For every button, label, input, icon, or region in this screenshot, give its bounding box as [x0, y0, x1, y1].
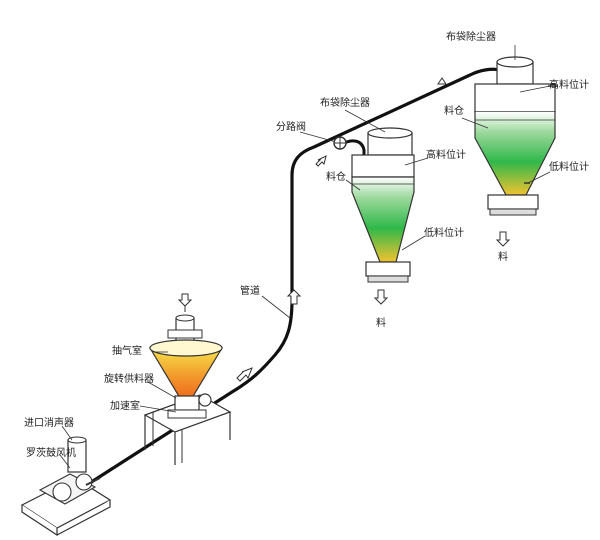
label-high-level-mid: 高料位计: [426, 150, 466, 161]
silo-right: [474, 56, 556, 216]
flow-arrow-icon: [177, 77, 511, 382]
label-diverter-valve: 分路阀: [276, 122, 306, 133]
feeder-assembly: [143, 314, 232, 465]
label-low-level-mid: 低料位计: [424, 228, 464, 239]
conveying-pipeline: [81, 67, 501, 490]
label-exhaust-chamber: 抽气室: [112, 346, 142, 357]
label-bag-filter-top: 布袋除尘器: [446, 32, 496, 43]
label-silo-right: 料仓: [444, 106, 464, 117]
label-inlet-silencer: 进口消声器: [24, 418, 74, 429]
label-pipeline: 管道: [240, 286, 260, 297]
label-high-level-right: 高料位计: [549, 80, 589, 91]
label-roots-blower: 罗茨鼓风机: [26, 448, 76, 459]
label-silo-mid: 料仓: [326, 172, 346, 183]
silo-middle: [351, 127, 415, 283]
label-rotary-feeder: 旋转供料器: [104, 374, 154, 385]
roots-blower-assembly: [20, 436, 112, 537]
label-material-mid: 料: [376, 318, 386, 329]
label-low-level-right: 低料位计: [549, 162, 589, 173]
diverter-valve-shape: [333, 136, 347, 150]
label-bag-filter-mid: 布袋除尘器: [320, 98, 370, 109]
label-material-right: 料: [498, 252, 508, 263]
label-accel-chamber: 加速室: [110, 401, 140, 412]
